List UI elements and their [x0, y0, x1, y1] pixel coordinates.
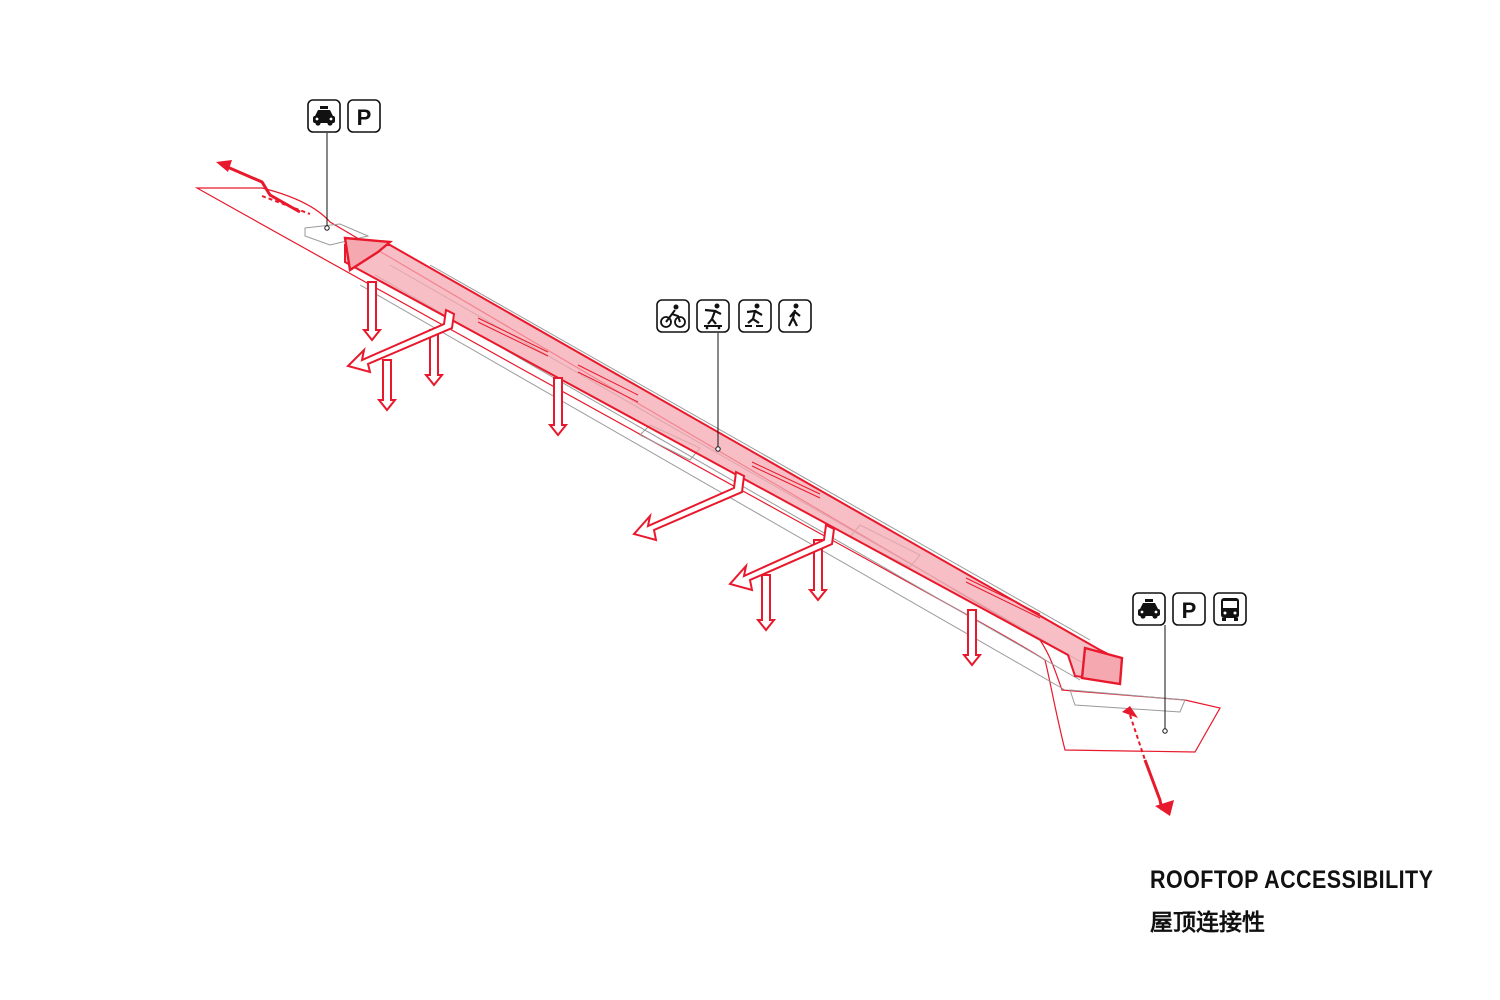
bus-icon [1213, 592, 1247, 626]
south-exit-arrow [1143, 759, 1164, 811]
site-outline [194, 187, 1221, 753]
rooftop-route-band [344, 244, 1122, 684]
parking-icon: P [347, 99, 381, 133]
taxi-icon [307, 99, 341, 133]
north-terminal-icons: P [307, 99, 381, 133]
inline-skater-icon [738, 299, 772, 333]
north-exit-arrow [224, 164, 301, 214]
south-dashed-link [1129, 714, 1146, 761]
parking-letter: P [1182, 598, 1197, 623]
diagram-title: ROOFTOP ACCESSIBILITY [1150, 866, 1434, 894]
pedestrian-icon [778, 299, 812, 333]
route-arrowhead-south [1080, 646, 1124, 686]
parking-icon: P [1172, 592, 1206, 626]
parking-letter: P [357, 105, 372, 130]
skateboarder-icon [696, 299, 730, 333]
midspan-icons [656, 299, 812, 333]
south-terminal-icons: P [1132, 592, 1247, 626]
diagram-subtitle: 屋顶连接性 [1150, 910, 1265, 936]
north-dashed-link [261, 195, 311, 215]
route-arrowhead-north [343, 236, 394, 273]
cyclist-icon [656, 299, 690, 333]
taxi-icon [1132, 592, 1166, 626]
vertical-access-arrows [361, 281, 983, 667]
leader-lines [324, 133, 1168, 734]
ramp-arrows [346, 308, 836, 592]
seating-markings [477, 317, 1041, 619]
